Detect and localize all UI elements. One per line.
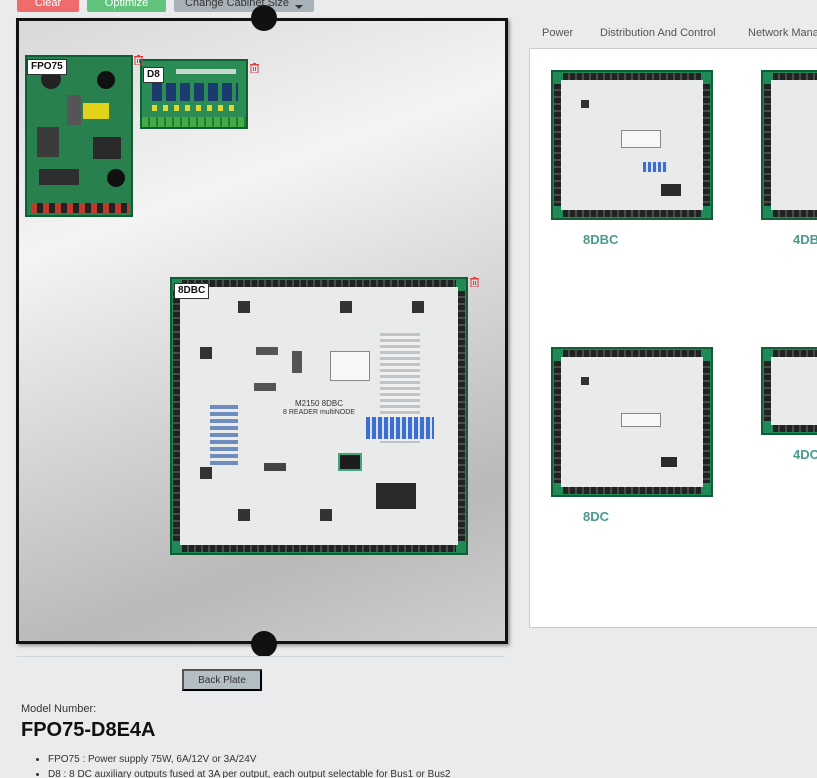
- catalog-tabs: Power Distribution And Control Network M…: [529, 22, 817, 46]
- catalog-item-label-8dbc: 8DBC: [583, 232, 619, 247]
- catalog-item-4db[interactable]: [761, 70, 817, 220]
- cabinet-canvas[interactable]: FPO75 D8: [16, 5, 508, 657]
- change-cabinet-size-button[interactable]: Change Cabinet Size: [174, 0, 314, 12]
- module-tag-fpo75: FPO75: [27, 59, 67, 75]
- model-number: FPO75-D8E4A: [21, 719, 156, 741]
- catalog-item-label-4db: 4DB: [793, 232, 817, 247]
- catalog-panel: 8DBC 4DB 8DC 4DC: [529, 48, 817, 628]
- board-title: M2150 8DBC: [294, 399, 344, 408]
- model-number-label: Model Number:: [21, 703, 97, 715]
- board-subtitle: 8 READER multiNODE: [283, 409, 355, 416]
- module-8dbc[interactable]: M2150 8DBC 8 READER multiNODE: [170, 277, 468, 555]
- back-plate-button[interactable]: Back Plate: [182, 669, 262, 691]
- delete-8dbc-icon[interactable]: [470, 277, 479, 287]
- section-divider: [17, 656, 505, 657]
- catalog-item-8dbc[interactable]: [551, 70, 713, 220]
- module-tag-d8: D8: [143, 67, 164, 83]
- caret-down-icon: [294, 5, 303, 9]
- feature-item: D8 : 8 DC auxiliary outputs fused at 3A …: [48, 767, 808, 778]
- catalog-item-label-4dc: 4DC: [793, 447, 817, 462]
- delete-d8-icon[interactable]: [250, 63, 259, 73]
- cabinet-mount-hole-top: [251, 5, 277, 31]
- catalog-item-4dc[interactable]: [761, 347, 817, 435]
- catalog-item-label-8dc: 8DC: [583, 509, 610, 524]
- delete-fpo75-icon[interactable]: [134, 55, 143, 65]
- module-tag-8dbc: 8DBC: [174, 283, 210, 299]
- change-cabinet-size-label: Change Cabinet Size: [185, 0, 289, 9]
- tab-power[interactable]: Power: [542, 27, 574, 39]
- tab-distribution-and-control[interactable]: Distribution And Control: [600, 27, 716, 39]
- module-fpo75[interactable]: [25, 55, 133, 217]
- tab-network-management[interactable]: Network Mana: [748, 27, 817, 39]
- feature-item: FPO75 : Power supply 75W, 6A/12V or 3A/2…: [48, 752, 808, 767]
- module-d8[interactable]: [140, 59, 248, 129]
- optimize-button[interactable]: Optimize: [87, 0, 166, 12]
- catalog-item-8dc[interactable]: [551, 347, 713, 497]
- clear-button[interactable]: Clear: [17, 0, 79, 12]
- feature-list: FPO75 : Power supply 75W, 6A/12V or 3A/2…: [48, 752, 808, 778]
- cabinet-mount-hole-bottom: [251, 631, 277, 657]
